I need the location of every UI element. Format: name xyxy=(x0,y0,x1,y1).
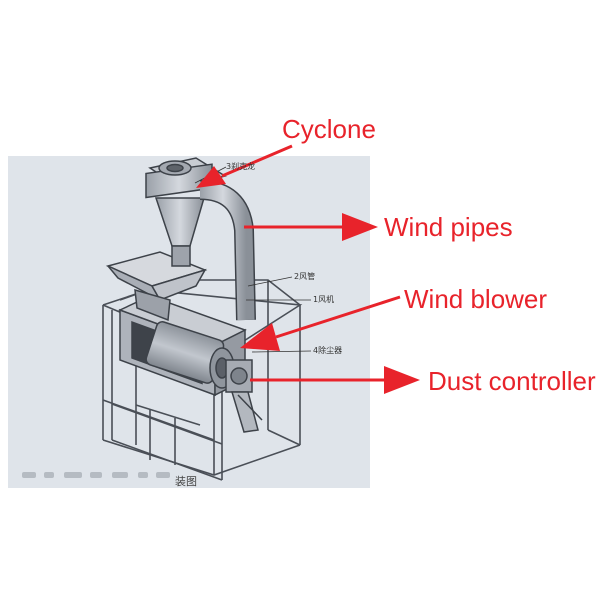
cyclone-arrow xyxy=(221,144,293,178)
dust-controller-arrow-head xyxy=(384,366,420,394)
drawing-caption: 装图 xyxy=(175,475,197,488)
part-callout-1: 1风机 xyxy=(313,295,335,304)
label-wind-blower: Wind blower xyxy=(404,284,548,314)
part-callout-2: 2风管 xyxy=(294,272,316,281)
label-cyclone: Cyclone xyxy=(282,114,376,144)
label-dust-controller: Dust controller xyxy=(428,366,596,396)
wind-blower-arrow xyxy=(275,295,401,339)
wind-pipes-arrow-head xyxy=(342,213,378,241)
annotation-arrows xyxy=(196,144,420,394)
hopper xyxy=(105,251,208,322)
cyclone-arrow-head xyxy=(196,166,226,188)
callout-leaders xyxy=(194,166,312,353)
wind-blower-arrow-head xyxy=(240,323,280,351)
blurred-watermark xyxy=(22,472,170,478)
dust-controller-unit xyxy=(225,359,263,433)
wind-blower xyxy=(145,321,235,389)
part-callout-3: 3刹克龙 xyxy=(226,162,256,171)
part-callout-4: 4除尘器 xyxy=(313,346,343,355)
label-wind-pipes: Wind pipes xyxy=(384,212,513,242)
